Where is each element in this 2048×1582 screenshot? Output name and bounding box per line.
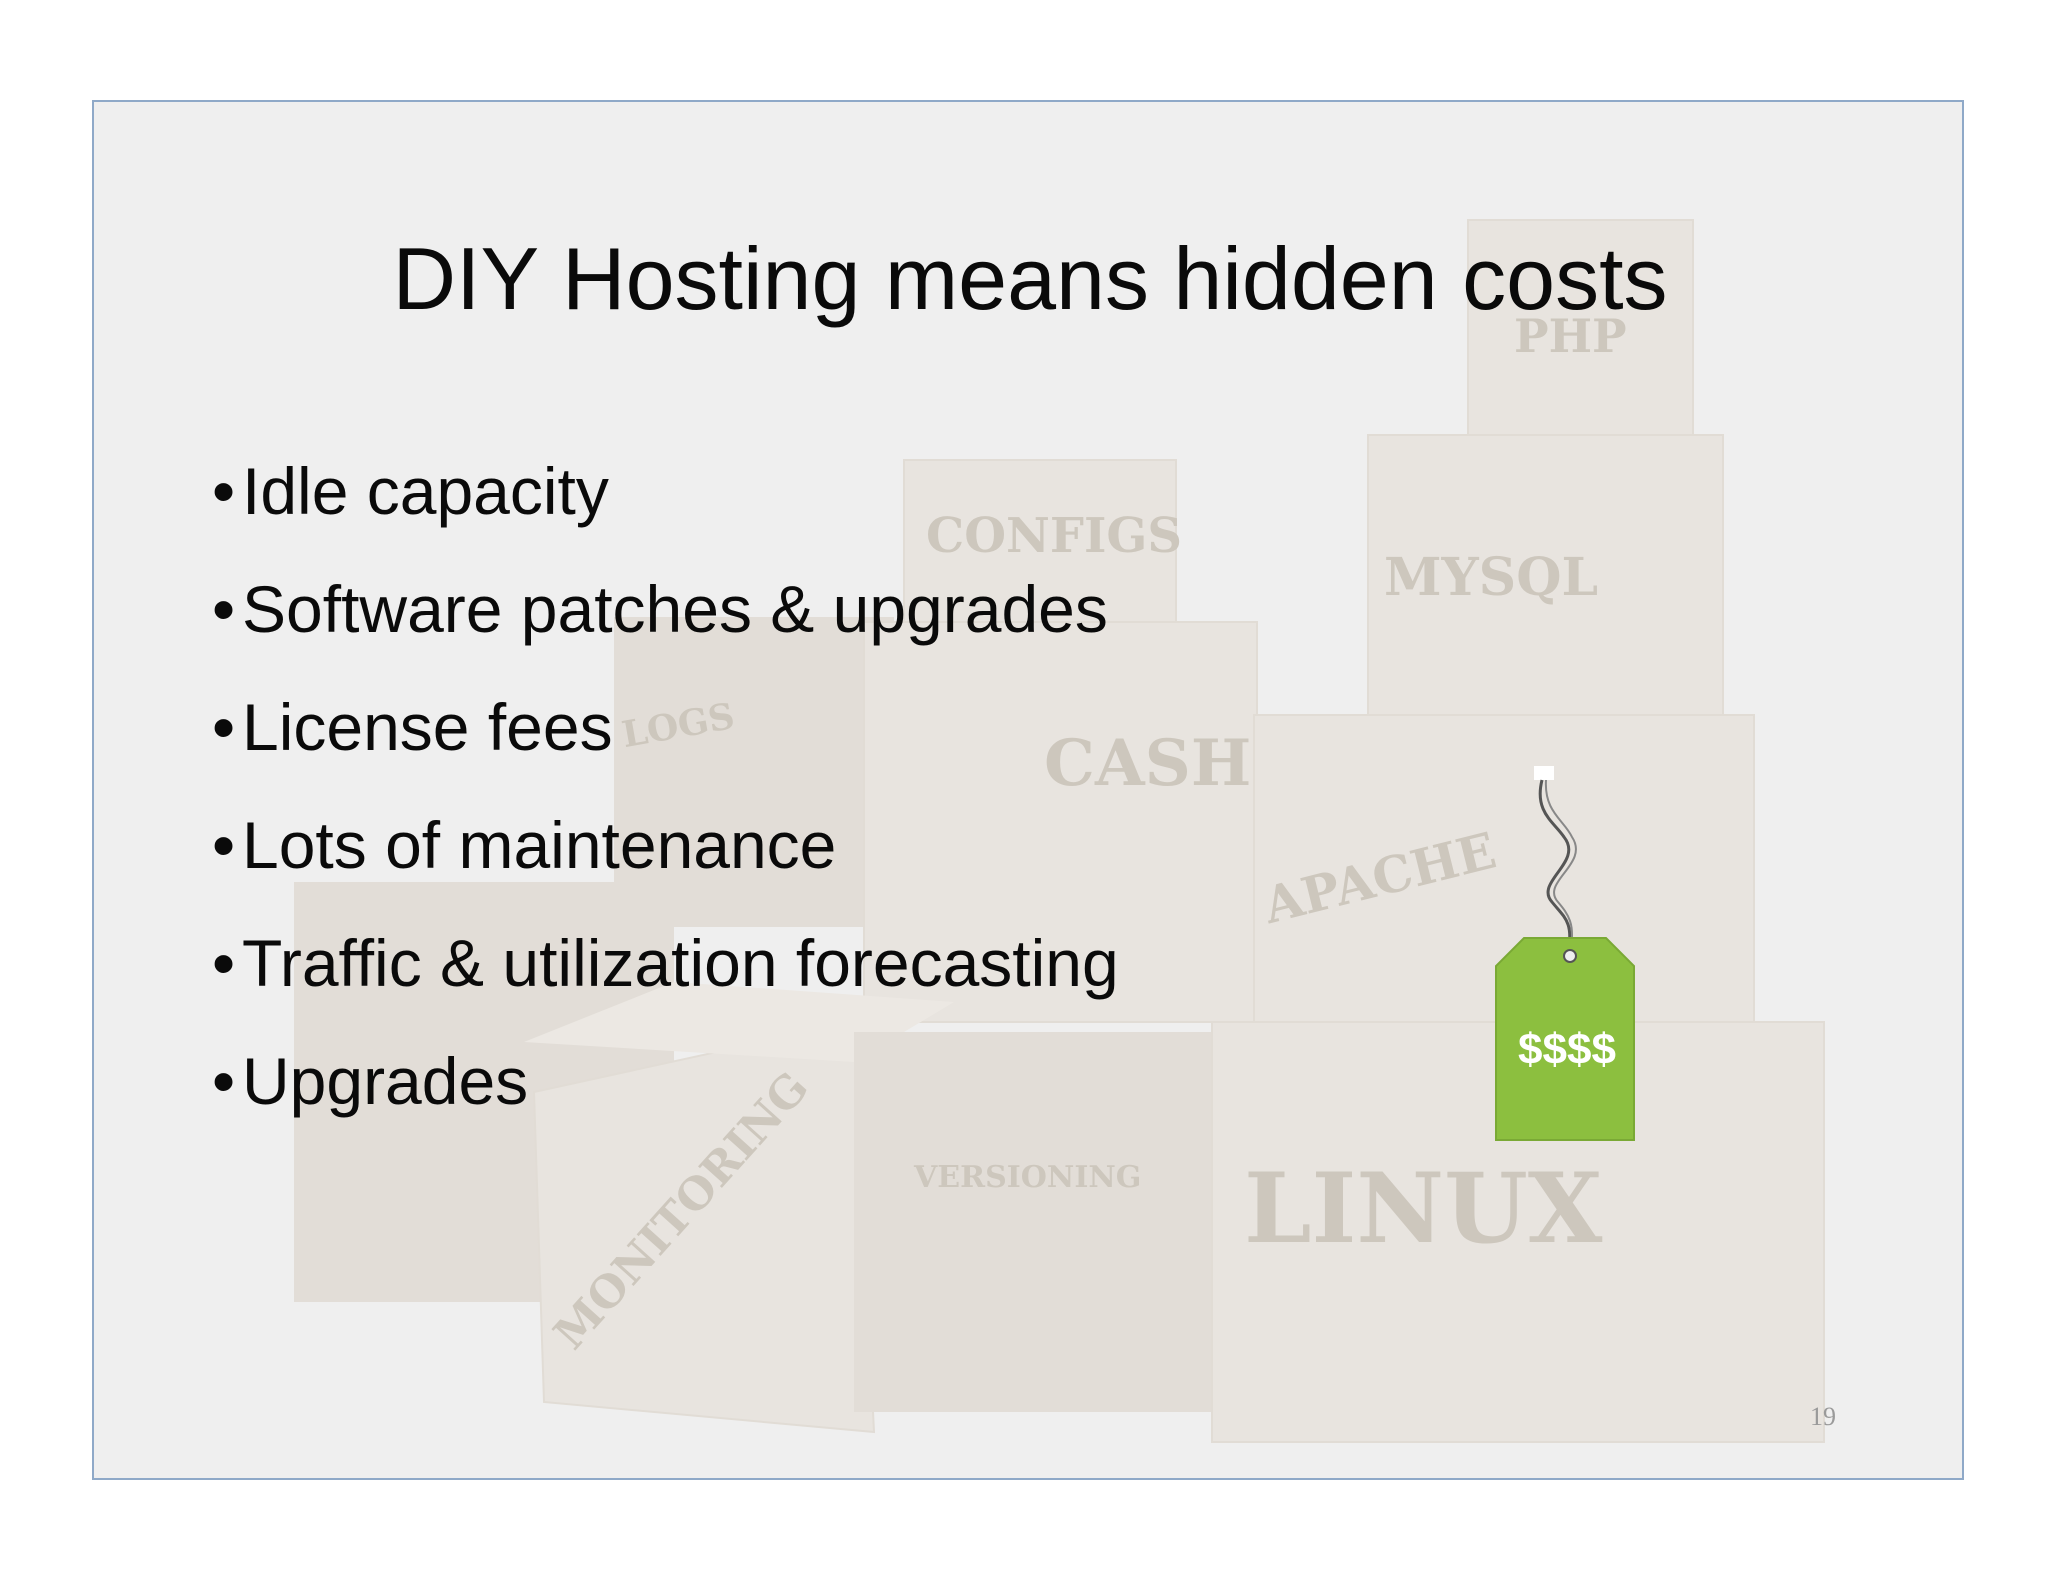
bullet-item: •Idle capacity [212, 432, 1119, 550]
mysql-box [1367, 434, 1724, 716]
page-number: 19 [1810, 1402, 1836, 1431]
bullet-list: •Idle capacity •Software patches & upgra… [212, 432, 1119, 1140]
bullet-item: •Software patches & upgrades [212, 550, 1119, 668]
linux-box-label: LINUX [1244, 1152, 1603, 1265]
logs-box [614, 617, 894, 927]
bullet-glyph: • [212, 690, 236, 764]
price-tag-hole [1563, 949, 1577, 963]
price-tag-hook [1534, 766, 1554, 780]
bullet-text: Idle capacity [242, 454, 609, 528]
price-tag-text: $$$$ [1518, 1025, 1616, 1074]
bullet-text: Lots of maintenance [242, 808, 837, 882]
bullet-item: •Traffic & utilization forecasting [212, 904, 1119, 1022]
price-tag-string [1538, 779, 1572, 953]
bullet-text: Upgrades [242, 1044, 529, 1118]
monitoring-box-flap [524, 982, 954, 1062]
cash-box-label: CASH [1044, 726, 1251, 801]
configs-box-label: CONFIGS [926, 508, 1182, 564]
bullet-item: •License fees [212, 668, 1119, 786]
bullet-text: Traffic & utilization forecasting [242, 926, 1119, 1000]
versioning-box [854, 1032, 1214, 1412]
cash-box [863, 621, 1258, 1023]
bullet-item: •Upgrades [212, 1022, 1119, 1140]
slide: .box { fill: #e8e4df; stroke: #e1dcd5; s… [92, 100, 1964, 1480]
slide-title: DIY Hosting means hidden costs [392, 229, 1668, 328]
mysql-box-label: MYSQL [1384, 547, 1598, 608]
bullet-glyph: • [212, 572, 236, 646]
price-tag-string-2 [1544, 779, 1577, 953]
bullet-glyph: • [212, 454, 236, 528]
price-tag-body [1495, 937, 1635, 1141]
bullet-text: Software patches & upgrades [242, 572, 1108, 646]
bullet-glyph: • [212, 926, 236, 1000]
php-box-label: PHP [1514, 309, 1627, 363]
bullet-text: License fees [242, 690, 613, 764]
php-box [1467, 219, 1694, 436]
versioning-box-label: VERSIONING [913, 1160, 1141, 1195]
bullet-glyph: • [212, 1044, 236, 1118]
bullet-glyph: • [212, 808, 236, 882]
bullet-item: •Lots of maintenance [212, 786, 1119, 904]
price-tag-icon: $$$$ [1495, 766, 1635, 1141]
